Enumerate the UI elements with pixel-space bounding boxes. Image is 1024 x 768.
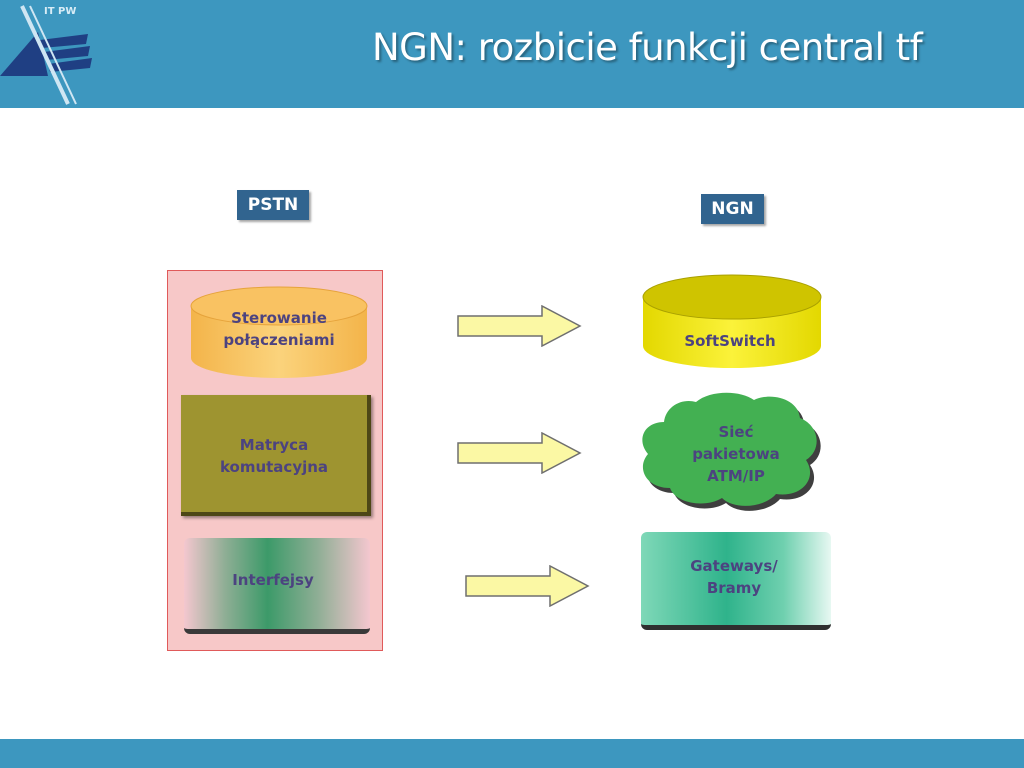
packet-network-label: Sieć pakietowa ATM/IP (692, 423, 780, 485)
pstn-tag-label: PSTN (247, 195, 299, 215)
header-bar: IT PW NGN: rozbicie funkcji central tf (0, 0, 1024, 108)
softswitch-label: SoftSwitch (684, 332, 776, 350)
ngn-tag: NGN (701, 194, 764, 224)
switching-matrix-box (181, 395, 371, 516)
interfaces-box (184, 538, 370, 634)
softswitch-cylinder (642, 274, 822, 368)
arrow-right-icon (465, 565, 590, 607)
arrow-right-icon (457, 432, 582, 474)
gateways-label: Gateways/ Bramy (690, 557, 778, 597)
interfaces-label: Interfejsy (232, 571, 314, 589)
page-title: NGN: rozbicie funkcji central tf (372, 26, 923, 69)
pstn-tag: PSTN (237, 190, 309, 220)
it-pw-logo (0, 5, 92, 105)
arrow-right-icon (457, 305, 582, 347)
call-control-cylinder (190, 286, 368, 378)
footer-bar (0, 739, 1024, 768)
gateways-box (641, 532, 831, 630)
switching-matrix-label: Matryca komutacyjna (219, 436, 329, 476)
ngn-tag-label: NGN (711, 199, 754, 219)
call-control-label: Sterowanie połączeniami (223, 309, 335, 349)
logo-text: IT PW (44, 6, 77, 17)
packet-network-cloud (642, 392, 821, 511)
